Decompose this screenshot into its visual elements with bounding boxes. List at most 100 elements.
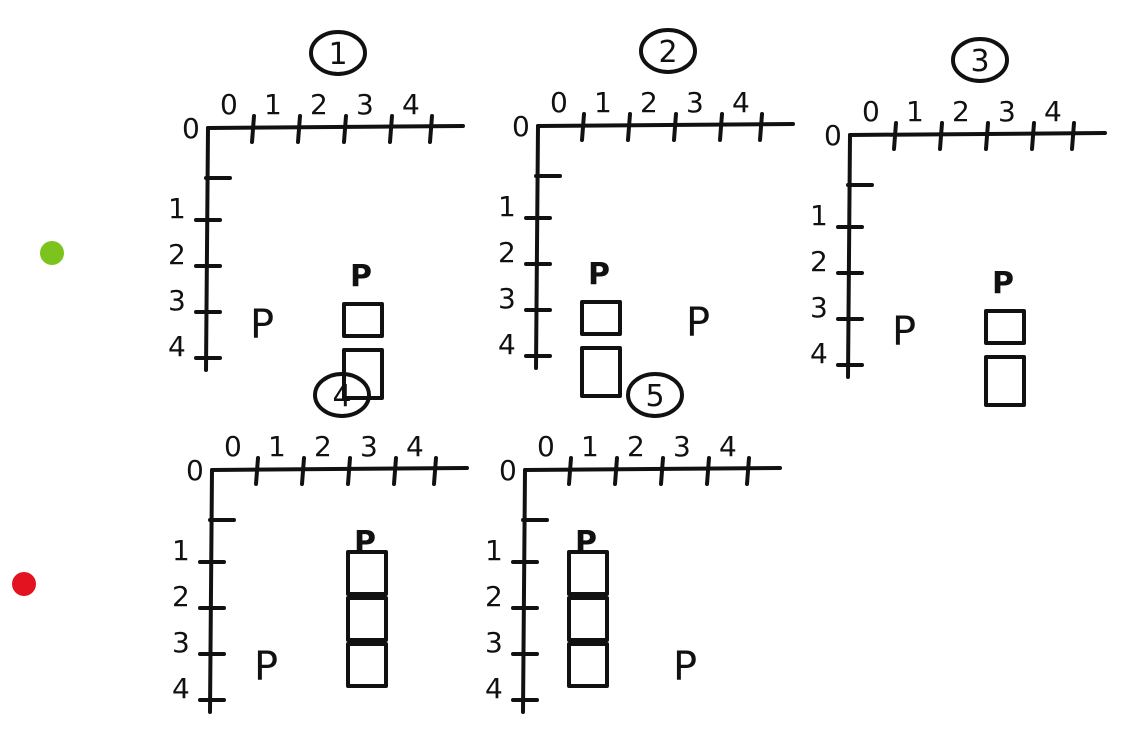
x-tick-label: 0 [862,95,880,128]
y-axis [521,468,527,714]
x-tick-label: 2 [952,95,970,128]
y-tick-label: 3 [168,284,186,317]
stack-block [580,346,622,398]
y-axis [534,124,540,370]
x-tick [705,456,711,486]
flag-marker: P [588,257,610,292]
panel-number: 4 [332,379,351,414]
x-tick-label: 4 [1044,95,1062,128]
x-tick [392,456,398,486]
stack-block [580,300,622,336]
stack-block [346,642,388,688]
x-tick [938,121,944,151]
p-marker: P [250,302,274,348]
x-tick-label: 1 [581,430,599,463]
y-tick-label: 1 [485,534,503,567]
stack-block [567,642,609,688]
y-tick-label: 4 [810,337,828,370]
x-tick-label: 2 [627,430,645,463]
x-tick [567,456,573,486]
status-dot [40,241,64,265]
status-dot [12,572,36,596]
p-marker: P [686,300,710,346]
y-axis [208,468,214,714]
y-axis [204,126,210,372]
x-axis [848,131,1107,137]
x-tick [342,114,348,144]
flag-marker: P [992,266,1014,301]
origin-label: 0 [186,454,204,487]
x-tick-label: 3 [356,88,374,121]
x-tick-label: 1 [268,430,286,463]
flag-marker: P [575,525,597,560]
x-tick [892,121,898,151]
x-tick [580,112,586,142]
stack-block [346,550,388,596]
flag-marker: P [350,259,372,294]
x-tick [296,114,302,144]
y-tick-label: 4 [168,330,186,363]
x-axis [206,124,465,130]
x-tick-label: 1 [264,88,282,121]
x-tick [718,112,724,142]
y-tick-label: 1 [498,190,516,223]
y-tick-label: 1 [172,534,190,567]
p-marker: P [254,644,278,690]
y-tick-label: 1 [810,199,828,232]
x-tick-label: 0 [550,86,568,119]
flag-marker: P [354,525,376,560]
x-tick [1070,121,1076,151]
x-tick [432,456,438,486]
x-tick-label: 0 [224,430,242,463]
x-tick-label: 3 [686,86,704,119]
y-tick-label: 2 [172,580,190,613]
x-tick [428,114,434,144]
x-tick-label: 4 [732,86,750,119]
panel-number-circle [951,37,1009,83]
panel-number: 3 [970,44,989,79]
y-tick-label: 4 [498,328,516,361]
y-tick-label: 4 [485,672,503,705]
x-tick [388,114,394,144]
stack-block [567,596,609,642]
y-tick-label: 2 [485,580,503,613]
x-axis [210,466,469,472]
x-tick [1030,121,1036,151]
x-tick-label: 4 [719,430,737,463]
x-tick-label: 3 [360,430,378,463]
x-tick [613,456,619,486]
origin-label: 0 [499,454,517,487]
x-axis [523,466,782,472]
panel-number-circle [626,372,684,418]
y-tick-label: 3 [485,626,503,659]
x-tick [672,112,678,142]
y-tick-label: 3 [498,282,516,315]
x-tick [626,112,632,142]
x-tick-label: 2 [314,430,332,463]
panel-number: 1 [328,37,347,72]
x-tick-label: 3 [998,95,1016,128]
y-tick-label: 2 [810,245,828,278]
x-tick [745,456,751,486]
stack-block [346,596,388,642]
x-tick-label: 1 [594,86,612,119]
y-axis [846,133,852,379]
stack-block [984,309,1026,345]
y-tick-label: 2 [168,238,186,271]
y-tick-label: 1 [168,192,186,225]
stack-block [567,550,609,596]
panel-number: 2 [658,35,677,70]
p-marker: P [673,644,697,690]
x-tick [250,114,256,144]
x-tick-label: 4 [406,430,424,463]
stack-block [984,355,1026,407]
y-tick-label: 3 [810,291,828,324]
x-tick [984,121,990,151]
p-marker: P [892,309,916,355]
stack-block [342,302,384,338]
x-tick [254,456,260,486]
